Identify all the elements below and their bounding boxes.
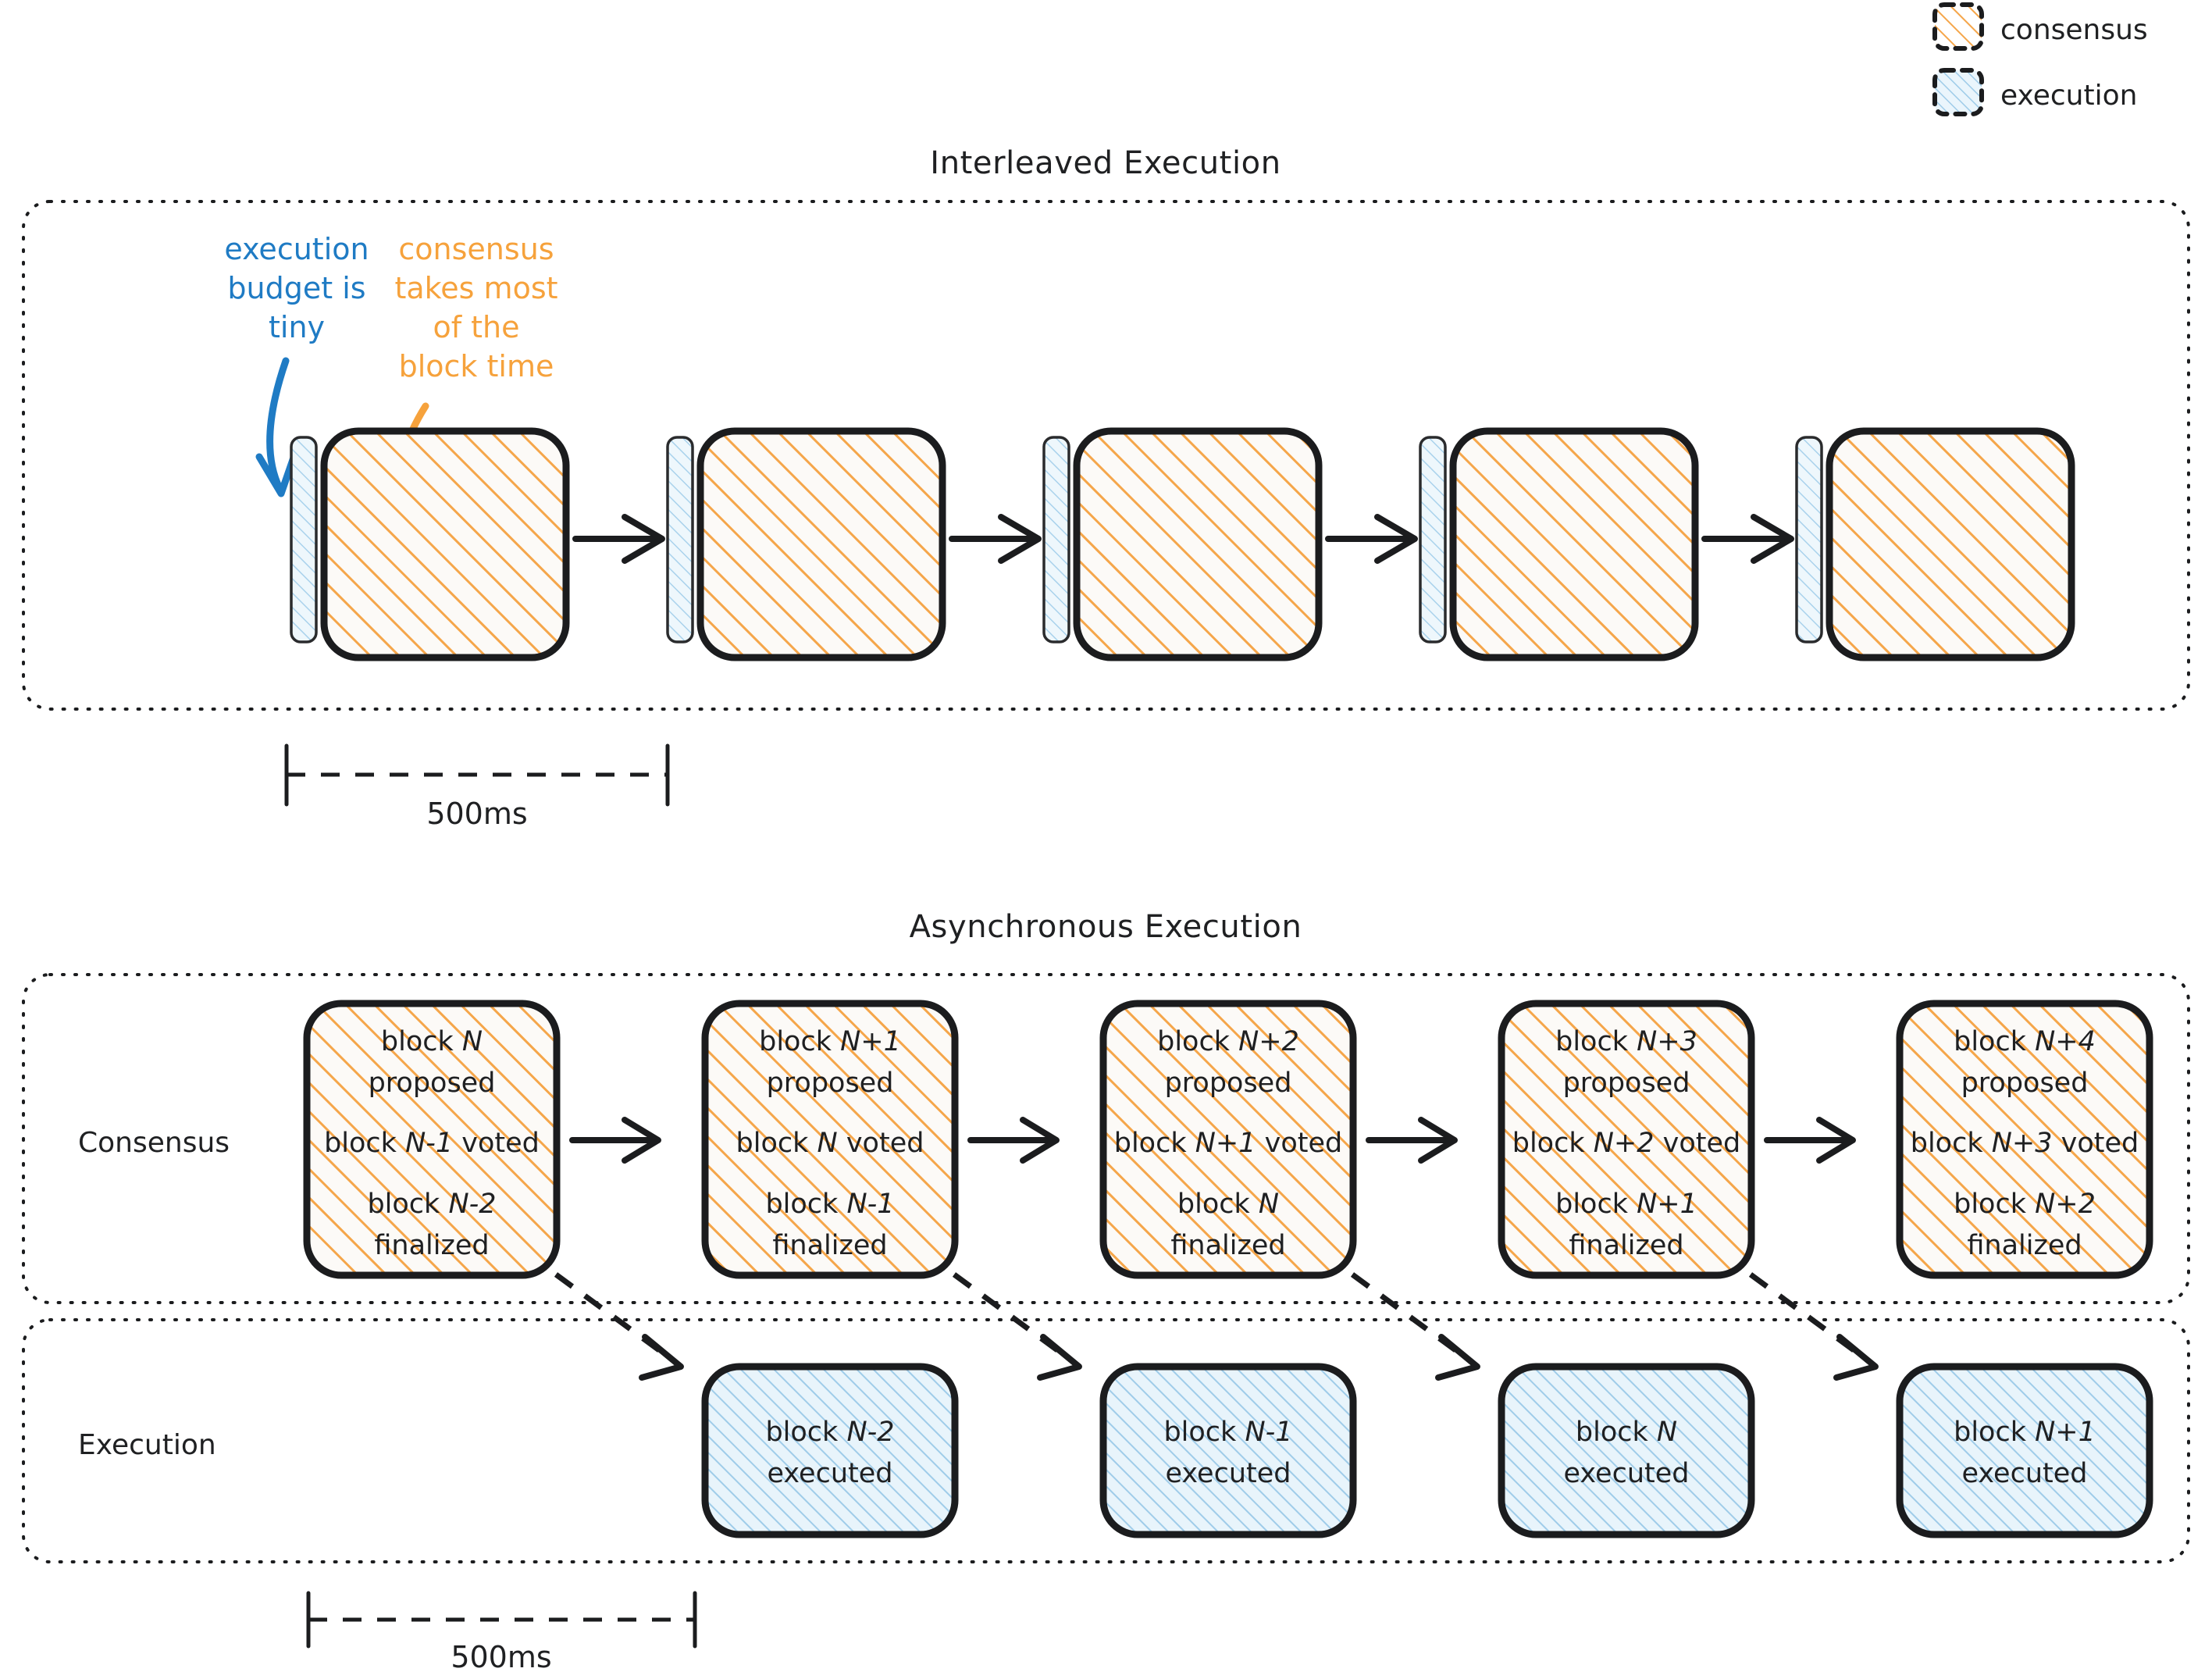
consensus-block-3-line-4: block N (1177, 1189, 1279, 1220)
consensus-block-4-line-4: block N+1 (1555, 1189, 1697, 1220)
consensus-time-note-line-2: takes most (394, 271, 557, 305)
consensus-block (1826, 427, 2075, 661)
consensus-block-5-line-1: block N+4 (1954, 1026, 2096, 1057)
consensus-block-1-line-4: block N-2 (367, 1189, 496, 1220)
handoff-arrow-3 (1350, 1272, 1480, 1381)
consensus-block-2: block N+1 proposed block N voted block N… (701, 1000, 959, 1279)
consensus-block-2-line-2: proposed (767, 1068, 894, 1099)
execution-block-4-line-2: executed (1962, 1458, 2088, 1489)
consensus-block-1-line-1: block N (381, 1026, 483, 1057)
execution-block-3: block N executed (1498, 1363, 1755, 1538)
execution-sliver (1042, 436, 1070, 643)
consensus-block-5-line-4: block N+2 (1954, 1189, 2096, 1220)
async-scale: 500ms (306, 1591, 697, 1674)
consensus-block-1-line-5: finalized (374, 1230, 489, 1261)
consensus-block-4-line-2: proposed (1563, 1068, 1690, 1099)
consensus-arrow-3 (1366, 1117, 1458, 1164)
consensus-time-note-line-3: of the (433, 310, 519, 344)
consensus-block-5-line-5: finalized (1967, 1230, 2082, 1261)
consensus-block-3-line-2: proposed (1165, 1068, 1292, 1099)
consensus-block-5: block N+4 proposed block N+3 voted block… (1896, 1000, 2153, 1279)
consensus-block-4-line-5: finalized (1569, 1230, 1683, 1261)
legend: consensus execution (1932, 2, 2148, 116)
consensus-swatch (1932, 2, 1984, 51)
consensus-block (1449, 427, 1699, 661)
consensus-arrow-4 (1764, 1117, 1856, 1164)
execution-block-1: block N-2 executed (701, 1363, 959, 1538)
consensus-time-note-line-1: consensus (398, 232, 554, 266)
consensus-block-2-line-3: block N voted (736, 1128, 924, 1159)
interleaved-slot-2 (666, 427, 946, 661)
execution-block-1-line-2: executed (768, 1458, 893, 1489)
legend-item-consensus: consensus (1932, 2, 2148, 51)
interleaved-slot-5 (1795, 427, 2075, 661)
legend-label-consensus: consensus (2000, 14, 2148, 46)
consensus-block (320, 427, 570, 661)
execution-block-2: block N-1 executed (1099, 1363, 1357, 1538)
interleaved-slot-3 (1042, 427, 1323, 661)
execution-budget-note-line-2: budget is (227, 271, 365, 305)
execution-block-4-line-1: block N+1 (1954, 1417, 2096, 1448)
consensus-block-3-line-1: block N+2 (1157, 1026, 1299, 1057)
async-scale-label: 500ms (451, 1640, 551, 1674)
execution-block-3-line-1: block N (1576, 1417, 1677, 1448)
consensus-block-5-line-3: block N+3 voted (1911, 1128, 2139, 1159)
handoff-arrow-4 (1748, 1272, 1879, 1381)
execution-swatch (1932, 68, 1984, 116)
execution-block-2-line-1: block N-1 (1163, 1417, 1292, 1448)
execution-budget-note-line-3: tiny (269, 310, 325, 344)
handoff-arrow-1 (554, 1272, 684, 1381)
execution-budget-arrow (266, 357, 290, 492)
consensus-arrow-2 (967, 1117, 1060, 1164)
consensus-block (1073, 427, 1323, 661)
handoff-arrow-2 (952, 1272, 1082, 1381)
consensus-block-4-line-1: block N+3 (1555, 1026, 1697, 1057)
execution-sliver (1795, 436, 1823, 643)
consensus-block-2-line-1: block N+1 (759, 1026, 901, 1057)
consensus-arrow-1 (569, 1117, 661, 1164)
consensus-block-4-line-3: block N+2 voted (1512, 1128, 1741, 1159)
consensus-block-1: block N proposed block N-1 voted block N… (303, 1000, 561, 1279)
consensus-time-note-line-4: block time (399, 349, 554, 383)
interleaved-slot-1 (290, 427, 570, 661)
interleaved-slot-4 (1419, 427, 1699, 661)
legend-item-execution: execution (1932, 68, 2137, 116)
consensus-block-1-line-2: proposed (369, 1068, 496, 1099)
consensus-block-1-line-3: block N-1 voted (324, 1128, 540, 1159)
row-label-execution: Execution (78, 1429, 216, 1461)
execution-block-1-line-1: block N-2 (765, 1417, 894, 1448)
execution-budget-note: execution budget is tiny (224, 232, 369, 497)
interleaved-arrow-3 (1325, 514, 1418, 564)
interleaved-arrow-1 (572, 514, 665, 564)
consensus-block-3-line-3: block N+1 voted (1114, 1128, 1343, 1159)
interleaved-panel-title: Interleaved Execution (930, 145, 1281, 181)
execution-sliver (290, 436, 318, 643)
execution-sliver (666, 436, 694, 643)
interleaved-arrow-2 (949, 514, 1042, 564)
consensus-block (696, 427, 946, 661)
legend-label-execution: execution (2000, 80, 2137, 112)
consensus-block-3: block N+2 proposed block N+1 voted block… (1099, 1000, 1357, 1279)
execution-budget-note-line-1: execution (224, 232, 369, 266)
consensus-block-4: block N+3 proposed block N+2 voted block… (1498, 1000, 1755, 1279)
interleaved-scale: 500ms (284, 743, 670, 831)
interleaved-arrow-4 (1701, 514, 1794, 564)
execution-row-border (22, 1318, 2190, 1563)
execution-block-2-line-2: executed (1166, 1458, 1291, 1489)
row-label-consensus: Consensus (78, 1127, 230, 1159)
consensus-block-2-line-4: block N-1 (765, 1189, 894, 1220)
interleaved-scale-label: 500ms (426, 797, 527, 831)
async-panel-title: Asynchronous Execution (910, 909, 1302, 945)
consensus-block-2-line-5: finalized (772, 1230, 887, 1261)
consensus-block-3-line-5: finalized (1170, 1230, 1285, 1261)
execution-block-3-line-2: executed (1564, 1458, 1690, 1489)
consensus-row-border (22, 973, 2190, 1304)
execution-block-4: block N+1 executed (1896, 1363, 2153, 1538)
execution-sliver (1419, 436, 1447, 643)
consensus-block-5-line-2: proposed (1961, 1068, 2089, 1099)
